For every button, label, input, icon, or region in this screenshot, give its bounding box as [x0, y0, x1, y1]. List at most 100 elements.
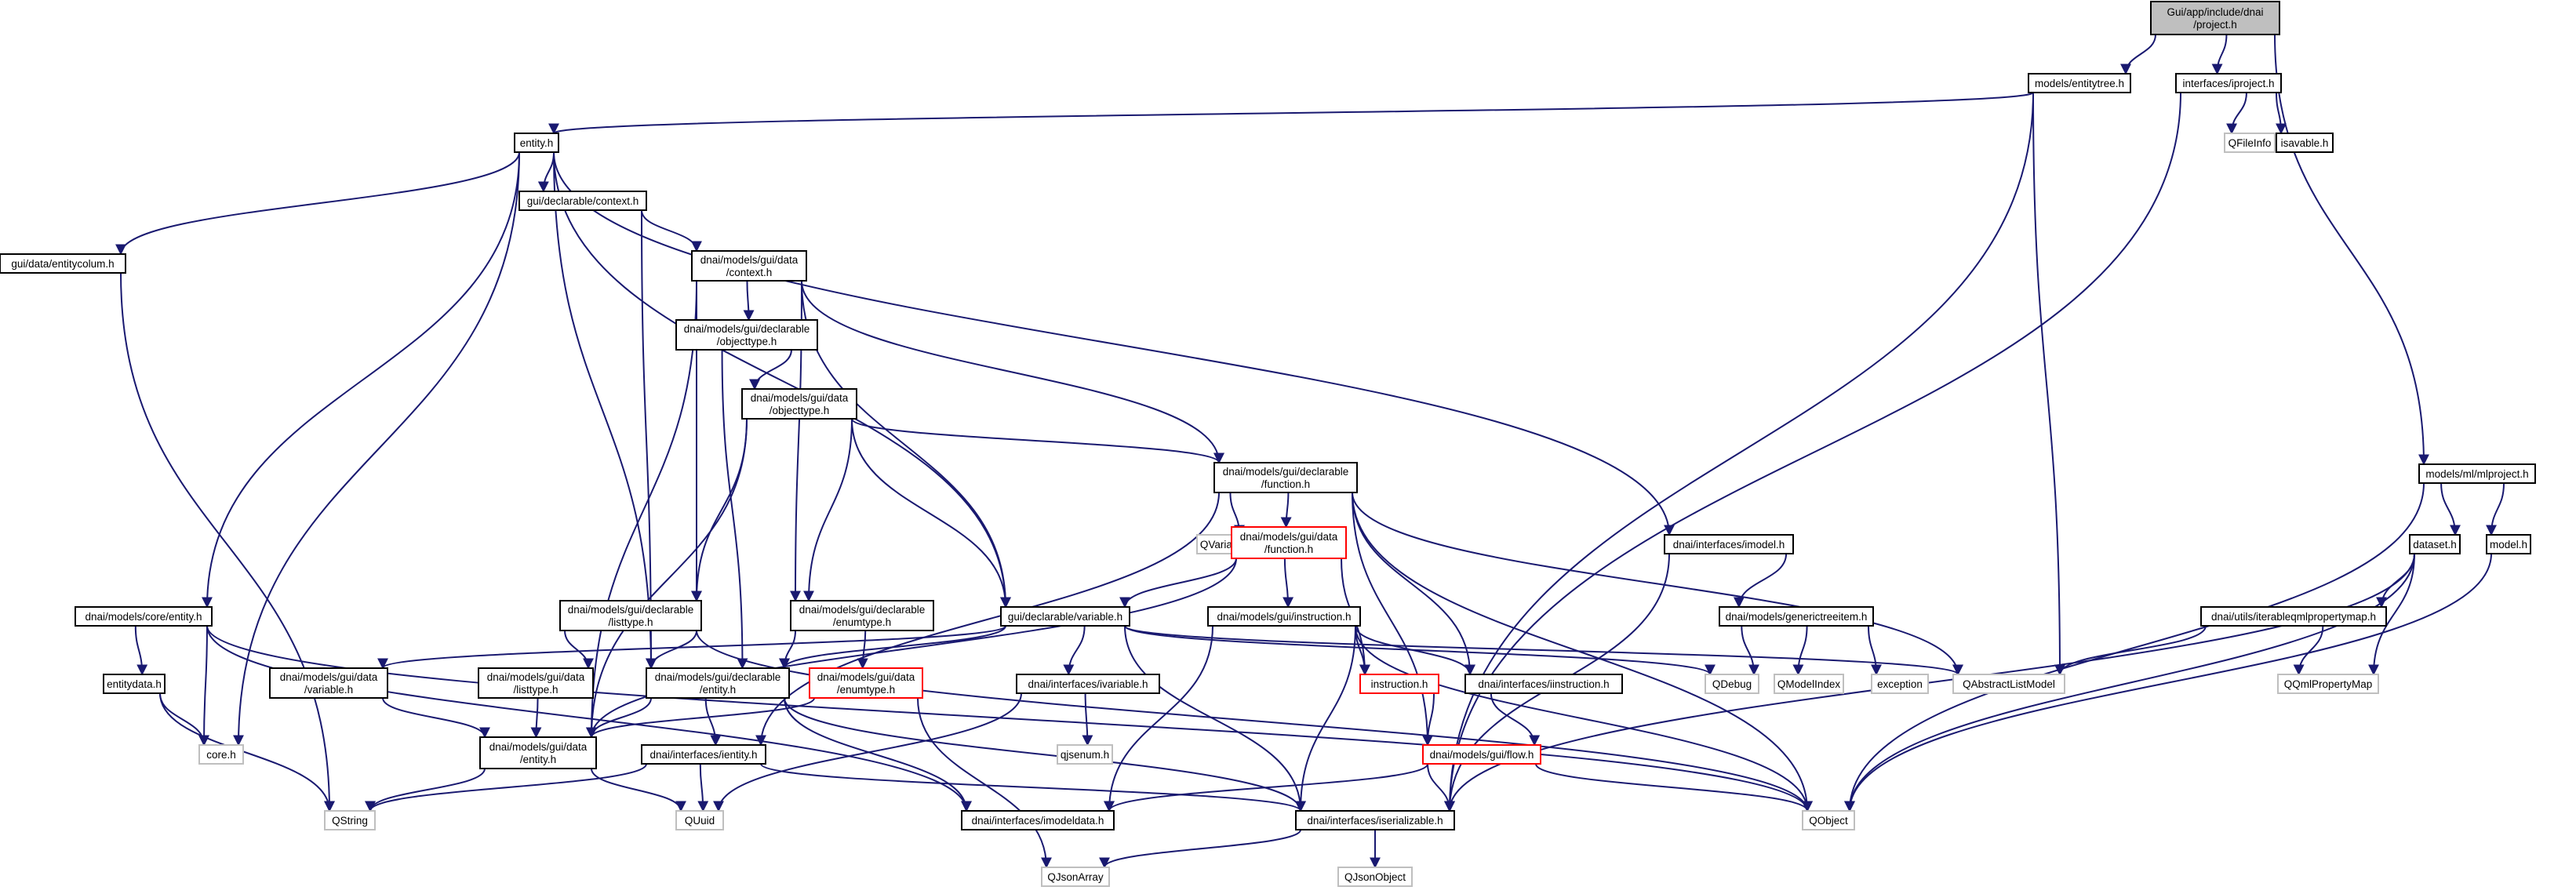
node-label: /entity.h	[700, 684, 736, 696]
edge-coreentity-to-coreh	[198, 625, 210, 747]
edge-line	[2368, 553, 2415, 676]
edge-line	[784, 697, 1306, 812]
node-label: dnai/interfaces/iinstruction.h	[1478, 678, 1609, 690]
node-label: entitydata.h	[107, 678, 162, 690]
node-declobj[interactable]: dnai/models/gui/declarable/objecttype.h	[675, 319, 818, 351]
edge-mlproject-to-dataset	[2440, 482, 2461, 536]
edge-line	[1733, 553, 1788, 609]
edge-line	[586, 697, 815, 739]
node-entity[interactable]: entity.h	[514, 133, 559, 153]
node-iinstr[interactable]: dnai/interfaces/iinstruction.h	[1464, 674, 1623, 694]
node-label: dnai/interfaces/ivariable.h	[1028, 678, 1148, 690]
edge-iterable-to-qqmlmap	[2293, 625, 2324, 676]
node-label: dnai/interfaces/ientity.h	[649, 749, 757, 761]
edge-declobj-to-declent	[721, 349, 748, 670]
node-dataset[interactable]: dataset.h	[2409, 534, 2461, 554]
edge-coreentity-to-imodeldata	[206, 625, 972, 812]
node-box	[269, 667, 388, 699]
node-instr[interactable]: dnai/models/gui/instruction.h	[1207, 606, 1361, 627]
node-declvar[interactable]: gui/declarable/variable.h	[1000, 606, 1130, 627]
node-box	[479, 736, 597, 769]
node-box	[961, 810, 1115, 830]
edge-decllist-to-declent	[646, 630, 697, 670]
edge-line	[749, 349, 792, 391]
node-model[interactable]: model.h	[2486, 534, 2531, 554]
edge-line	[801, 280, 1011, 609]
edge-declvar-to-qdebug	[1124, 625, 1716, 676]
edge-entity-to-coreentity	[202, 151, 520, 609]
node-box	[2409, 534, 2461, 554]
node-box	[1041, 867, 1110, 887]
node-datalist[interactable]: dnai/models/gui/data/listtype.h	[478, 667, 594, 699]
node-label: dnai/models/gui/declarable	[1223, 466, 1349, 478]
node-decllist[interactable]: dnai/models/gui/declarable/listtype.h	[559, 600, 702, 631]
node-datavar[interactable]: dnai/models/gui/data/variable.h	[269, 667, 388, 699]
edge-line	[743, 280, 755, 322]
edge-line	[2293, 625, 2324, 676]
node-datafunc[interactable]: dnai/models/gui/data/function.h	[1231, 526, 1347, 559]
node-qfileinfo: QFileInfo	[2224, 133, 2276, 153]
edge-line	[1352, 492, 1433, 747]
node-entitydata[interactable]: entitydata.h	[103, 674, 166, 694]
node-ientity[interactable]: dnai/interfaces/ientity.h	[641, 744, 766, 765]
edge-line	[115, 151, 520, 256]
edge-model-to-qobject	[1844, 553, 2492, 812]
node-box	[1337, 867, 1413, 887]
node-box	[0, 253, 126, 274]
edge-dataset-to-qqmlmap	[2368, 553, 2415, 676]
node-box	[2418, 463, 2536, 484]
edge-project-to-mlproject	[2274, 34, 2429, 466]
node-declenum[interactable]: dnai/models/gui/declarable/enumtype.h	[790, 600, 934, 631]
node-iterable[interactable]: dnai/utils/iterableqmlpropertymap.h	[2200, 606, 2387, 627]
edge-declfunc-to-qabslist	[1352, 492, 1963, 676]
node-entitycolum[interactable]: gui/data/entitycolum.h	[0, 253, 126, 274]
node-mlproject[interactable]: models/ml/mlproject.h	[2418, 463, 2536, 484]
edge-line	[1355, 625, 1813, 812]
edge-line	[1352, 492, 1963, 676]
node-ivar[interactable]: dnai/interfaces/ivariable.h	[1016, 674, 1160, 694]
node-ctx[interactable]: gui/declarable/context.h	[518, 191, 647, 211]
node-dctx[interactable]: dnai/models/gui/data/context.h	[691, 250, 807, 282]
edge-mlproject-to-qobject	[1844, 482, 2425, 812]
node-declent[interactable]: dnai/models/gui/declarable/entity.h	[646, 667, 790, 699]
node-project[interactable]: Gui/app/include/dnai/project.h	[2150, 1, 2280, 35]
edge-declent-to-iserial	[784, 697, 1306, 812]
node-dataenum[interactable]: dnai/models/gui/data/enumtype.h	[809, 667, 923, 699]
edge-line	[779, 625, 1006, 670]
edges-layer	[115, 34, 2505, 869]
edge-line	[1868, 625, 1882, 676]
edge-dctx-to-declfunc	[801, 280, 1224, 464]
node-dataobj[interactable]: dnai/models/gui/data/objecttype.h	[741, 388, 857, 420]
node-declfunc[interactable]: dnai/models/gui/declarable/function.h	[1213, 462, 1358, 493]
node-instrh[interactable]: instruction.h	[1359, 674, 1439, 694]
edge-line	[548, 92, 2034, 135]
node-dataent[interactable]: dnai/models/gui/data/entity.h	[479, 736, 597, 769]
node-label: dnai/interfaces/imodel.h	[1673, 539, 1785, 551]
edge-line	[530, 697, 542, 739]
edge-line	[641, 209, 657, 670]
node-isavable[interactable]: isavable.h	[2276, 133, 2334, 153]
edge-line	[1295, 625, 1356, 812]
node-imodeldata[interactable]: dnai/interfaces/imodeldata.h	[961, 810, 1115, 830]
node-iserial[interactable]: dnai/interfaces/iserializable.h	[1295, 810, 1455, 830]
node-box	[1774, 674, 1844, 694]
node-flow[interactable]: dnai/models/gui/flow.h	[1422, 744, 1541, 765]
node-label: gui/declarable/variable.h	[1008, 611, 1122, 623]
node-imodel[interactable]: dnai/interfaces/imodel.h	[1664, 534, 1794, 554]
node-box	[1231, 526, 1347, 559]
node-iproject[interactable]: interfaces/iproject.h	[2175, 73, 2282, 93]
edge-dataenum-to-qjsonarray	[917, 697, 1052, 869]
edge-iterable-to-qabslist	[2054, 625, 2207, 676]
edge-line	[917, 697, 1052, 869]
node-entitytree[interactable]: models/entitytree.h	[2028, 73, 2131, 93]
edge-line	[1280, 492, 1292, 529]
node-box	[691, 250, 807, 282]
node-label: QObject	[1809, 815, 1848, 827]
node-coreentity[interactable]: dnai/models/core/entity.h	[75, 606, 213, 627]
edge-line	[1063, 625, 1086, 676]
node-box	[518, 191, 647, 211]
edge-line	[537, 151, 555, 193]
node-label: dnai/models/gui/declarable	[655, 671, 781, 683]
node-gentree[interactable]: dnai/models/generictreeitem.h	[1719, 606, 1874, 627]
